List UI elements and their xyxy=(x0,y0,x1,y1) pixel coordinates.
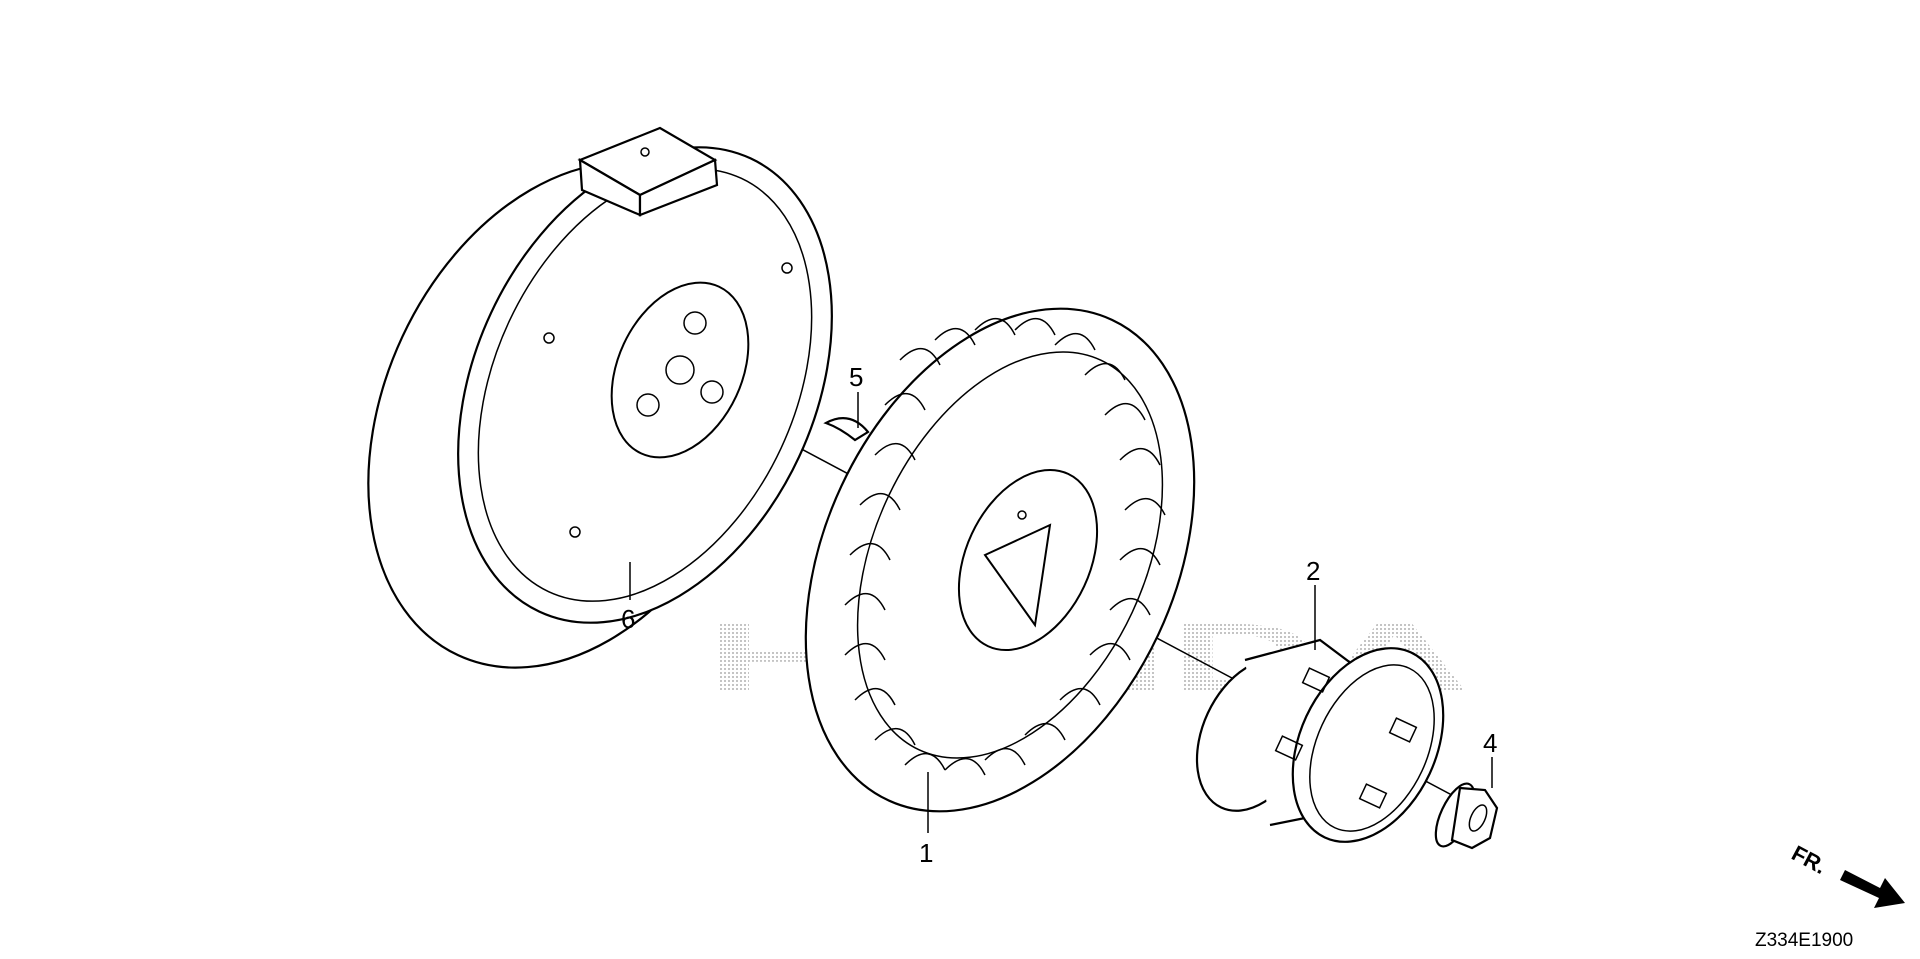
callout-number-4[interactable]: 4 xyxy=(1483,728,1497,758)
flywheel-part[interactable] xyxy=(290,87,904,734)
fan-part[interactable] xyxy=(729,246,1270,874)
front-direction-label: FR. xyxy=(1788,840,1831,879)
diagram-code: Z334E1900 xyxy=(1755,930,1853,951)
callout-number-6[interactable]: 6 xyxy=(621,604,635,634)
front-direction-indicator: FR. xyxy=(1788,840,1905,908)
callout-number-5[interactable]: 5 xyxy=(849,362,863,392)
callout-number-1[interactable]: 1 xyxy=(919,838,933,868)
flange-nut-part[interactable] xyxy=(1428,778,1499,851)
woodruff-key-part[interactable] xyxy=(823,417,870,442)
front-direction-arrow-icon xyxy=(1840,870,1905,908)
callout-number-2[interactable]: 2 xyxy=(1306,556,1320,586)
starter-pulley-part[interactable] xyxy=(1174,624,1473,866)
